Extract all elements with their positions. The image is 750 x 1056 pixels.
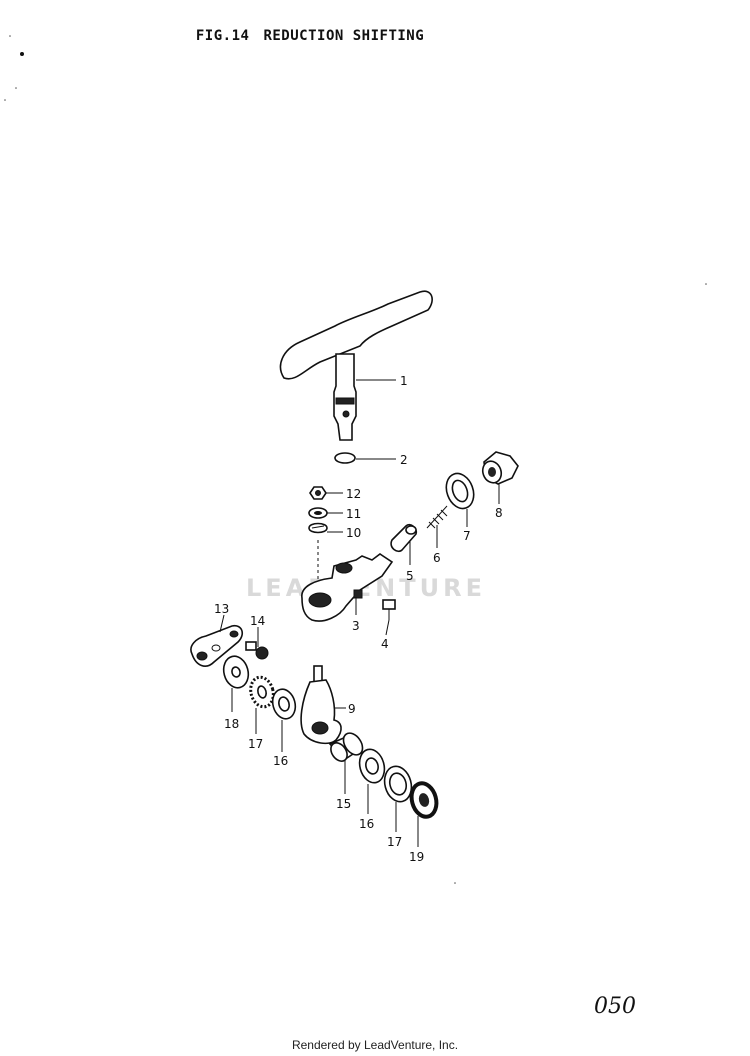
part-lock-washer-left [249,675,275,709]
callout-8: 8 [495,506,503,520]
part-washer [334,452,356,464]
callout-18: 18 [224,717,239,731]
footer-credit: Rendered by LeadVenture, Inc. [291,1038,459,1052]
callout-6: 6 [433,551,441,565]
figure-title: FIG.14 REDUCTION SHIFTING [178,12,424,44]
part-bolt [382,599,396,620]
callout-16-right: 16 [359,817,374,831]
part-circlip [409,781,439,819]
callout-17-left: 17 [248,737,263,751]
callout-12: 12 [346,487,361,501]
part-washer-large [445,472,475,510]
page-code: 050 [594,994,636,1019]
callout-9: 9 [348,702,356,716]
part-screw [245,641,269,660]
callout-7: 7 [463,529,471,543]
callout-11: 11 [346,507,361,521]
callout-17-right: 17 [387,835,402,849]
figure-number: FIG.14 [195,28,250,44]
callout-5: 5 [406,569,414,583]
part-washer-right [358,748,386,784]
part-link-plate [190,624,244,667]
part-shift-arm [301,553,394,622]
part-shift-fork [300,665,342,745]
callout-leaders [219,379,500,847]
callout-16-left: 16 [273,754,288,768]
callout-1: 1 [400,374,408,388]
scan-specks [4,35,707,884]
callout-13: 13 [214,602,229,616]
callout-4: 4 [381,637,389,651]
callout-3: 3 [352,619,360,633]
part-plug-bolt [481,451,519,485]
figure-name: REDUCTION SHIFTING [263,28,425,44]
part-bushing [328,732,364,762]
part-shift-lever [279,290,433,441]
callout-15: 15 [336,797,351,811]
part-lock-washer-right [383,765,413,803]
callout-2: 2 [400,453,408,467]
part-washer-18 [222,655,250,689]
part-spring [426,505,448,529]
part-washer-left [271,688,297,720]
callout-14: 14 [250,614,265,628]
callout-10: 10 [346,526,361,540]
callout-19: 19 [409,850,424,864]
callout-labels: 1 2 3 4 5 6 7 8 9 10 11 12 13 14 15 16 1… [214,374,503,864]
part-nut-stack [308,486,328,534]
part-pin [390,523,418,553]
